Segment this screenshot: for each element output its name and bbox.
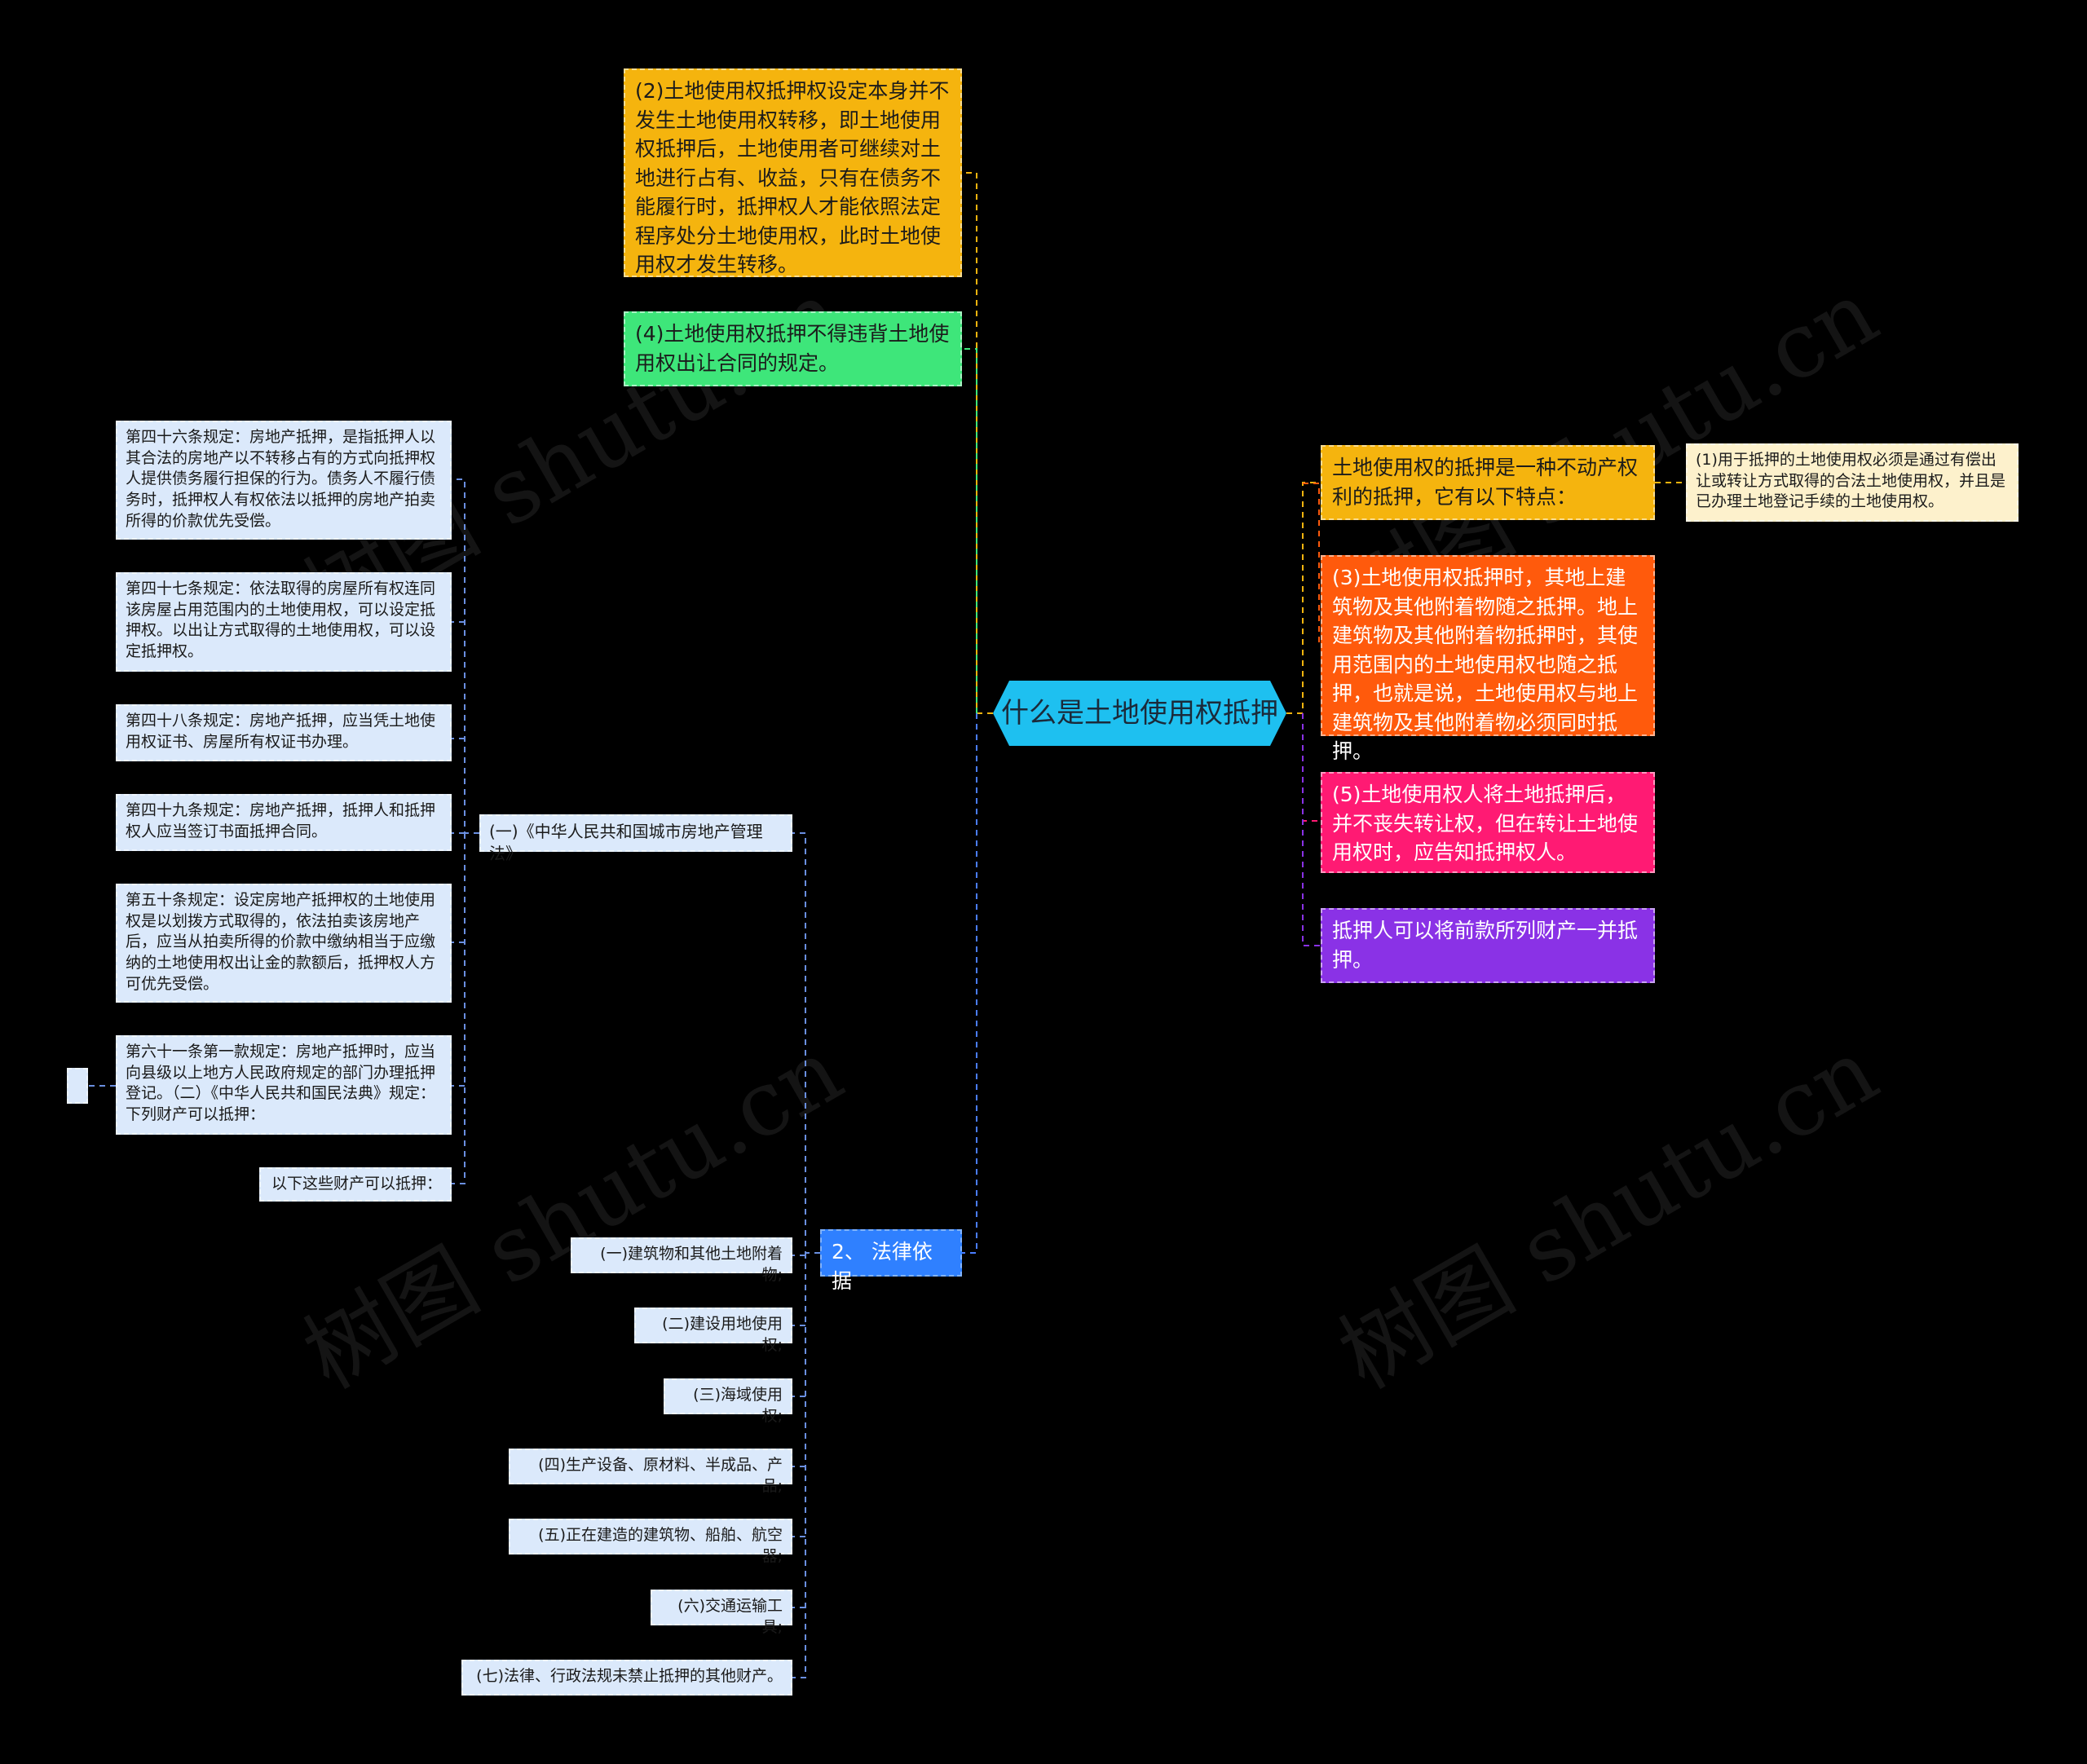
feature-1-node[interactable]: (1)用于抵押的土地使用权必须是通过有偿出让或转让方式取得的合法土地使用权，并且…	[1686, 443, 2019, 522]
root-node[interactable]: 什么是土地使用权抵押	[993, 681, 1286, 746]
connector	[452, 833, 465, 1184]
article-48-node[interactable]: 第四十八条规定：房地产抵押，应当凭土地使用权证书、房屋所有权证书办理。	[116, 704, 452, 761]
mortgagor-note-node[interactable]: 抵押人可以将前款所列财产一并抵押。	[1321, 908, 1655, 983]
article-61-node[interactable]: 第六十一条第一款规定：房地产抵押时，应当向县级以上地方人民政府规定的部门办理抵押…	[116, 1035, 452, 1135]
connector	[792, 1253, 806, 1678]
legal-basis-node[interactable]: 2、 法律依据	[820, 1229, 962, 1293]
connector	[962, 348, 977, 713]
connector	[1286, 482, 1321, 714]
connector	[452, 478, 479, 834]
property-item-6[interactable]: (六)交通运输工具;	[651, 1590, 792, 1636]
property-item-7[interactable]: (七)法律、行政法规未禁止抵押的其他财产。	[461, 1660, 792, 1696]
watermark: 树图 shutu.cn	[1322, 1018, 1895, 1409]
article-46-node[interactable]: 第四十六条规定：房地产抵押，是指抵押人以其合法的房地产以不转移占有的方式向抵押权…	[116, 421, 452, 540]
property-item-5[interactable]: (五)正在建造的建筑物、船舶、航空器;	[509, 1519, 792, 1565]
properties-mortgageable-node[interactable]: 以下这些财产可以抵押：	[259, 1167, 452, 1202]
connector	[1302, 713, 1321, 946]
connector	[1303, 483, 1321, 646]
article-50-node[interactable]: 第五十条规定：设定房地产抵押权的土地使用权是以划拨方式取得的，依法拍卖该房地产后…	[116, 884, 452, 1003]
article-49-node[interactable]: 第四十九条规定：房地产抵押，抵押人和抵押权人应当签订书面抵押合同。	[116, 794, 452, 851]
property-item-3[interactable]: (三)海域使用权;	[664, 1378, 792, 1425]
article-47-node[interactable]: 第四十七条规定：依法取得的房屋所有权连同该房屋占用范围内的土地使用权，可以设定抵…	[116, 572, 452, 672]
feature-5-node[interactable]: (5)土地使用权人将土地抵押后，并不丧失转让权，但在转让土地使用权时，应告知抵押…	[1321, 772, 1655, 873]
feature-3-node[interactable]: (3)土地使用权抵押时，其地上建筑物及其他附着物随之抵押。地上建筑物及其他附着物…	[1321, 555, 1655, 763]
features-intro-node[interactable]: 土地使用权的抵押是一种不动产权利的抵押，它有以下特点：	[1321, 445, 1655, 520]
connector	[792, 832, 820, 1254]
law-1-title-node[interactable]: (一)《中华人民共和国城市房地产管理法》	[479, 814, 792, 863]
connector	[962, 172, 993, 714]
connector	[1302, 713, 1321, 822]
connector	[962, 713, 977, 1254]
feature-4-node[interactable]: (4)土地使用权抵押不得违背土地使用权出让合同的规定。	[624, 311, 962, 386]
empty-leaf-node[interactable]	[67, 1068, 88, 1104]
property-item-1[interactable]: (一)建筑物和其他土地附着物;	[571, 1237, 792, 1284]
property-item-4[interactable]: (四)生产设备、原材料、半成品、产品;	[509, 1449, 792, 1495]
property-item-2[interactable]: (二)建设用地使用权;	[634, 1308, 792, 1354]
feature-2-node[interactable]: (2)土地使用权抵押权设定本身并不发生土地使用权转移，即土地使用权抵押后，土地使…	[624, 68, 962, 277]
